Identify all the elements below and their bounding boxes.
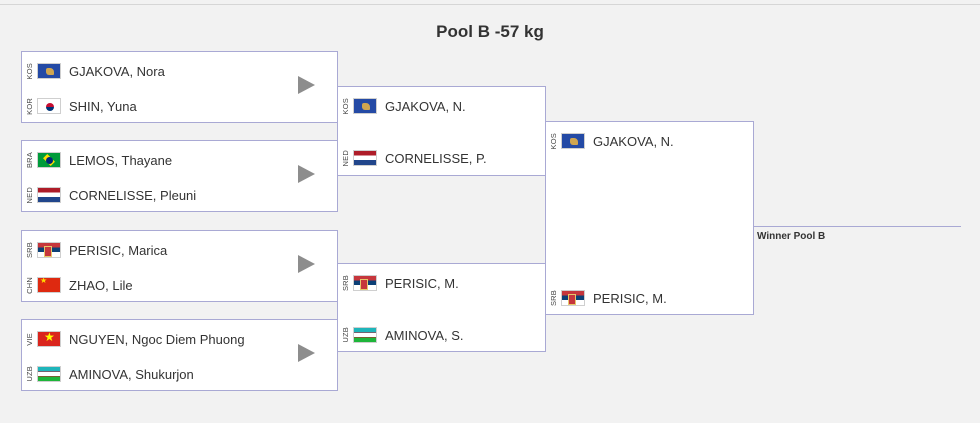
play-video-icon[interactable]: [298, 76, 315, 94]
country-code: BRA: [25, 151, 34, 169]
pool-title: Pool B -57 kg: [436, 22, 544, 41]
fighter-row[interactable]: SRB PERISIC, Marica: [22, 238, 167, 262]
country-code: SRB: [25, 241, 34, 259]
match-r1-4[interactable]: VIE NGUYEN, Ngoc Diem Phuong UZB AMINOVA…: [21, 319, 338, 391]
kosovo-flag-icon: [37, 63, 61, 79]
fighter-name: ZHAO, Lile: [69, 277, 133, 293]
country-code: SRB: [549, 289, 558, 307]
fighter-name: AMINOVA, Shukurjon: [69, 366, 194, 382]
winner-connector-line: [753, 226, 961, 227]
vietnam-flag-icon: [37, 331, 61, 347]
match-r1-1[interactable]: KOS GJAKOVA, Nora KOR SHIN, Yuna: [21, 51, 338, 123]
fighter-row[interactable]: CHN ZHAO, Lile: [22, 273, 133, 297]
play-video-icon[interactable]: [298, 165, 315, 183]
country-code: KOR: [25, 97, 34, 115]
fighter-name: GJAKOVA, N.: [593, 133, 674, 149]
fighter-row[interactable]: BRA LEMOS, Thayane: [22, 148, 172, 172]
play-video-icon[interactable]: [298, 344, 315, 362]
country-code: UZB: [341, 327, 350, 343]
match-r1-2[interactable]: BRA LEMOS, Thayane NED CORNELISSE, Pleun…: [21, 140, 338, 212]
china-flag-icon: [37, 277, 61, 293]
top-divider: [0, 4, 980, 5]
fighter-name: CORNELISSE, P.: [385, 150, 487, 166]
uzbekistan-flag-icon: [37, 366, 61, 382]
fighter-row[interactable]: NED CORNELISSE, P.: [338, 146, 487, 170]
fighter-name: PERISIC, Marica: [69, 242, 168, 258]
country-code: NED: [25, 186, 34, 204]
match-r2-1[interactable]: KOS GJAKOVA, N. NED CORNELISSE, P.: [337, 86, 546, 176]
fighter-row[interactable]: SRB PERISIC, M.: [546, 286, 667, 310]
fighter-name: PERISIC, M.: [593, 290, 667, 306]
country-code: KOS: [341, 97, 350, 115]
fighter-name: CORNELISSE, Pleuni: [69, 187, 197, 203]
netherlands-flag-icon: [37, 187, 61, 203]
brazil-flag-icon: [37, 152, 61, 168]
serbia-flag-icon: [37, 242, 61, 258]
fighter-name: GJAKOVA, Nora: [69, 63, 165, 79]
fighter-name: SHIN, Yuna: [69, 98, 137, 114]
country-code: CHN: [25, 276, 34, 294]
fighter-name: NGUYEN, Ngoc Diem Phuong: [69, 331, 245, 347]
fighter-row[interactable]: UZB AMINOVA, Shukurjon: [22, 362, 194, 386]
match-r1-3[interactable]: SRB PERISIC, Marica CHN ZHAO, Lile: [21, 230, 338, 302]
winner-label: Winner Pool B: [757, 231, 826, 242]
play-video-icon[interactable]: [298, 255, 315, 273]
fighter-row[interactable]: KOR SHIN, Yuna: [22, 94, 137, 118]
fighter-row[interactable]: KOS GJAKOVA, N.: [546, 129, 674, 153]
uzbekistan-flag-icon: [353, 327, 377, 343]
korea-flag-icon: [37, 98, 61, 114]
country-code: SRB: [341, 274, 350, 292]
fighter-row[interactable]: VIE NGUYEN, Ngoc Diem Phuong: [22, 327, 245, 351]
fighter-name: PERISIC, M.: [385, 275, 459, 291]
country-code: KOS: [25, 62, 34, 80]
fighter-row[interactable]: KOS GJAKOVA, Nora: [22, 59, 165, 83]
country-code: KOS: [549, 132, 558, 150]
kosovo-flag-icon: [353, 98, 377, 114]
fighter-row[interactable]: SRB PERISIC, M.: [338, 271, 459, 295]
fighter-name: GJAKOVA, N.: [385, 98, 466, 114]
match-final[interactable]: KOS GJAKOVA, N. SRB PERISIC, M.: [545, 121, 754, 315]
netherlands-flag-icon: [353, 150, 377, 166]
serbia-flag-icon: [353, 275, 377, 291]
fighter-row[interactable]: KOS GJAKOVA, N.: [338, 94, 466, 118]
fighter-row[interactable]: UZB AMINOVA, S.: [338, 323, 464, 347]
serbia-flag-icon: [561, 290, 585, 306]
country-code: VIE: [25, 332, 34, 346]
match-r2-2[interactable]: SRB PERISIC, M. UZB AMINOVA, S.: [337, 263, 546, 352]
country-code: UZB: [25, 366, 34, 382]
fighter-name: AMINOVA, S.: [385, 327, 464, 343]
country-code: NED: [341, 149, 350, 167]
kosovo-flag-icon: [561, 133, 585, 149]
fighter-name: LEMOS, Thayane: [69, 152, 173, 168]
fighter-row[interactable]: NED CORNELISSE, Pleuni: [22, 183, 196, 207]
